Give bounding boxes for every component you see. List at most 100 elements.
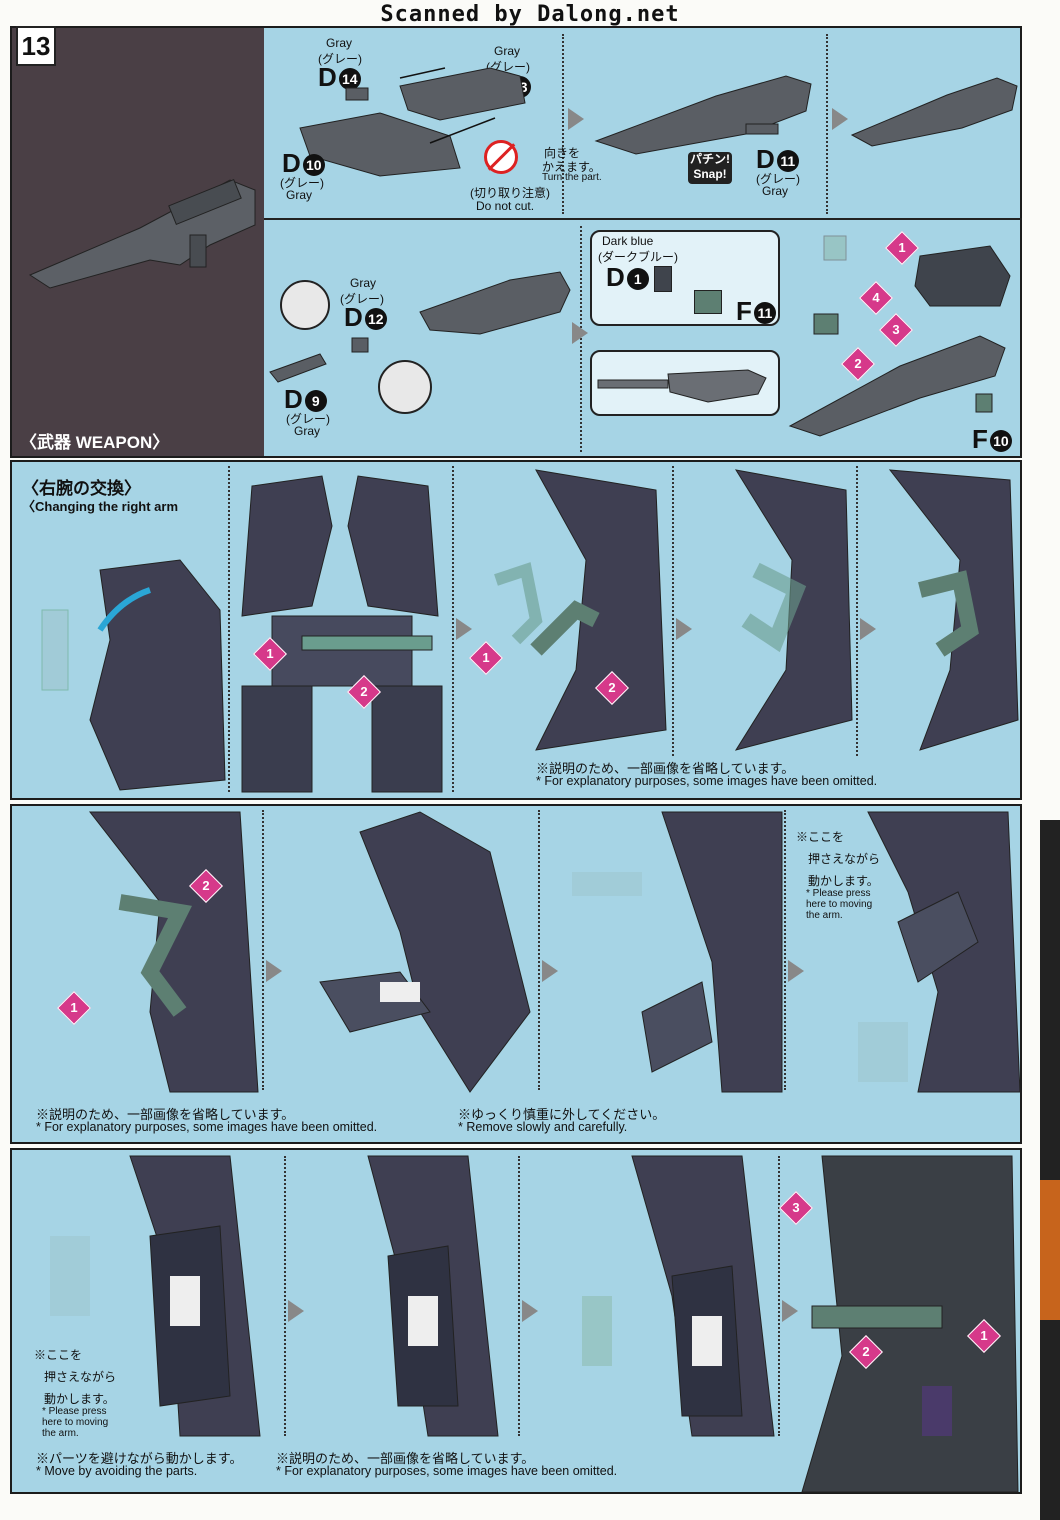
part-d10-number: 10 [302,154,325,177]
press-note-en-1: * Please press [42,1406,107,1417]
remove-slowly-note-en: * Remove slowly and carefully. [458,1120,628,1134]
arm-row3-step2-illustration [367,1155,499,1437]
snap-badge: パチン! Snap! [688,152,732,184]
part-d9-letter: D [284,384,303,414]
arm-step-divider [284,1156,286,1436]
remove-slowly-note-jp: ※ゆっくり慎重に外してください。 [458,1107,666,1122]
no-cut-en: Do not cut. [476,199,535,213]
weapon-section-title: 〈武器 WEAPON〉 [20,433,170,452]
detail-box-d1-f11 [590,230,780,326]
part-d1-number: 1 [626,268,649,291]
detail-circle-joint [378,360,432,414]
arm-row3-step1-illustration [50,1155,261,1437]
omitted-note-en: * For explanatory purposes, some images … [276,1464,618,1478]
weapon-assembled-illustration [28,178,256,289]
step-arrow-icon [832,108,848,130]
part-d1-color-jp: (ダークブルー) [598,250,678,264]
step-arrow-icon [782,1300,798,1322]
arm-row2-step4-illustration [858,811,1021,1093]
arm-step-divider [672,466,674,756]
omitted-note-jp: ※説明のため、一部画像を省略しています。 [536,761,795,776]
press-note-jp-1: ※ここを [34,1348,83,1362]
avoid-parts-note-jp: ※パーツを避けながら動かします。 [36,1451,243,1466]
step-arrow-icon [542,960,558,982]
arm-step-divider [518,1156,520,1436]
part-d9-color-jp: (グレー) [286,412,330,426]
part-d10-color-en: Gray [286,188,313,202]
scan-watermark: Scanned by Dalong.net [380,2,680,27]
part-d14-color-jp: (グレー) [318,52,362,66]
part-d11-color-jp: (グレー) [756,172,800,186]
arm-row2-step3-illustration [572,811,783,1093]
arm-row1-step3-illustration [494,469,667,751]
turn-part-jp-1: 向きを [544,146,581,160]
arm-row1-step5-illustration [888,469,1019,751]
part-f11-number: 11 [753,302,776,325]
part-d1-color-en: Dark blue [602,234,654,248]
turn-part-en: Turn the part. [542,172,602,183]
press-note-en-2: here to moving [806,899,873,910]
step-arrow-icon [288,1300,304,1322]
part-d14-letter: D [318,62,337,92]
weapon-side-illustration [597,369,767,403]
part-d9-number: 9 [304,390,327,413]
part-d1-shape [654,266,672,292]
step-arrow-icon [572,322,588,344]
weapon-final-illustration [788,235,1011,437]
press-note-en-3: the arm. [806,910,843,921]
snap-en: Snap! [693,167,727,181]
part-f10-number: 10 [989,430,1012,453]
part-d10-color-jp: (グレー) [280,176,324,190]
arm-row2-step1-illustration [88,811,259,1093]
omitted-note-en: * For explanatory purposes, some images … [36,1120,378,1134]
step-number: 13 [16,26,56,66]
weapon-barrel-illustration [269,271,571,383]
press-note-jp-2: 押さえながら [808,852,881,866]
no-cut-jp: (切り取り注意) [470,186,550,200]
page-edge-strip [1040,820,1060,1520]
arm-row3-step4-illustration [801,1155,1019,1493]
arm-row1-step4-illustration [734,469,853,751]
avoid-parts-note-en: * Move by avoiding the parts. [36,1464,198,1478]
page-edge-strip-glow [1040,1180,1060,1320]
arm-row2-step2-illustration [319,811,531,1093]
press-note-en-3: the arm. [42,1428,79,1439]
weapon-step3-illustration [850,77,1018,147]
part-d11-color-en: Gray [762,184,789,198]
arm-step-divider [538,810,540,1090]
press-note-jp-2: 押さえながら [44,1370,117,1384]
part-d10-letter: D [282,148,301,178]
arm-row3-step3-illustration [582,1155,775,1437]
arm-step-divider [262,810,264,1090]
step-arrow-icon [568,108,584,130]
arm-step-divider [856,466,858,756]
arm-step-divider [778,1156,780,1436]
weapon-step-divider [562,34,564,214]
arm-step-divider [228,466,230,792]
step-arrow-icon [676,618,692,640]
part-d11-letter: D [756,144,775,174]
part-d12-number: 12 [364,308,387,331]
press-note-jp-1: ※ここを [796,830,845,844]
part-f11-shape [694,290,722,314]
step-arrow-icon [456,618,472,640]
arm-section-title-en: 〈Changing the right arm [22,499,179,514]
part-f10-letter: F [972,424,988,454]
part-d12-letter: D [344,302,363,332]
step-arrow-icon [860,618,876,640]
weapon-step2-illustration [594,75,812,155]
part-d12-color-en: Gray [350,276,377,290]
arm-section-title-jp: 〈右腕の交換〉 [22,479,141,498]
no-cut-icon [484,140,518,174]
weapon-parts-illustration [299,67,526,177]
part-d11-number: 11 [776,150,799,173]
part-d14-color-en: Gray [326,36,353,50]
arm-row1-step1-illustration [41,559,226,791]
